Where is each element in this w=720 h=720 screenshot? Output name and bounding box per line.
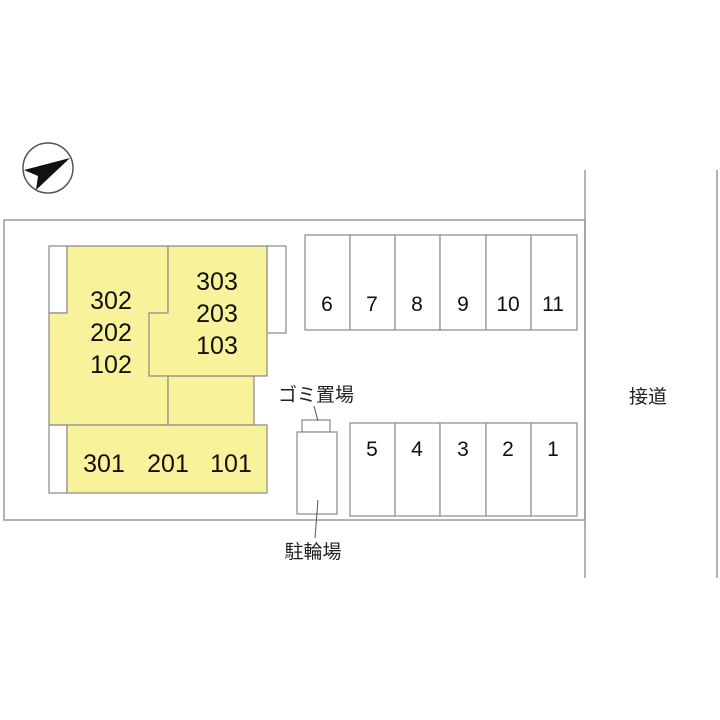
unit-label: 302 (90, 287, 132, 315)
garbage-leader-line (313, 405, 319, 422)
parking-number: 1 (547, 438, 559, 461)
north-arrow-icon (22, 142, 74, 194)
parking-row-top: 6 7 8 9 10 11 (304, 234, 578, 331)
bicycle-leader-line (314, 499, 319, 539)
road-label: 接道 (629, 386, 667, 408)
balcony-left-bottom (48, 424, 68, 494)
unit-label: 103 (196, 332, 238, 360)
parking-space (530, 422, 578, 517)
parking-number: 3 (457, 438, 469, 461)
garbage-area (301, 419, 331, 433)
parking-number: 7 (366, 293, 378, 316)
balcony-left-top (48, 245, 68, 314)
unit-label: 301 (83, 450, 125, 478)
parking-space (485, 422, 532, 517)
parking-space (349, 422, 396, 517)
parking-space (485, 234, 532, 331)
bicycle-parking (296, 431, 338, 515)
parking-space (439, 422, 487, 517)
unit-label: 203 (196, 300, 238, 328)
parking-number: 8 (411, 293, 423, 316)
parking-number: 2 (502, 438, 514, 461)
parking-number: 10 (496, 293, 519, 316)
apartment-building: 302 202 102 303 203 103 301 201 101 (48, 245, 287, 494)
unit-block-x01 (66, 424, 268, 494)
bicycle-label: 駐輪場 (284, 541, 341, 563)
parking-number: 5 (366, 438, 378, 461)
parking-space (394, 422, 441, 517)
unit-label: 201 (147, 450, 189, 478)
parking-number: 11 (542, 293, 564, 316)
balcony-right (266, 245, 287, 334)
parking-number: 6 (321, 293, 333, 316)
parking-number: 4 (411, 438, 423, 461)
parking-space (530, 234, 578, 331)
unit-block-x03 (148, 245, 268, 377)
parking-number: 9 (457, 293, 469, 316)
garbage-label: ゴミ置場 (278, 384, 354, 406)
parking-row-bottom: 5 4 3 2 1 (349, 422, 578, 517)
unit-label: 202 (90, 319, 132, 347)
unit-label: 101 (210, 450, 252, 478)
unit-label: 102 (90, 351, 132, 379)
parking-space (439, 234, 487, 331)
stair-hall (167, 375, 255, 426)
unit-label: 303 (196, 268, 238, 296)
